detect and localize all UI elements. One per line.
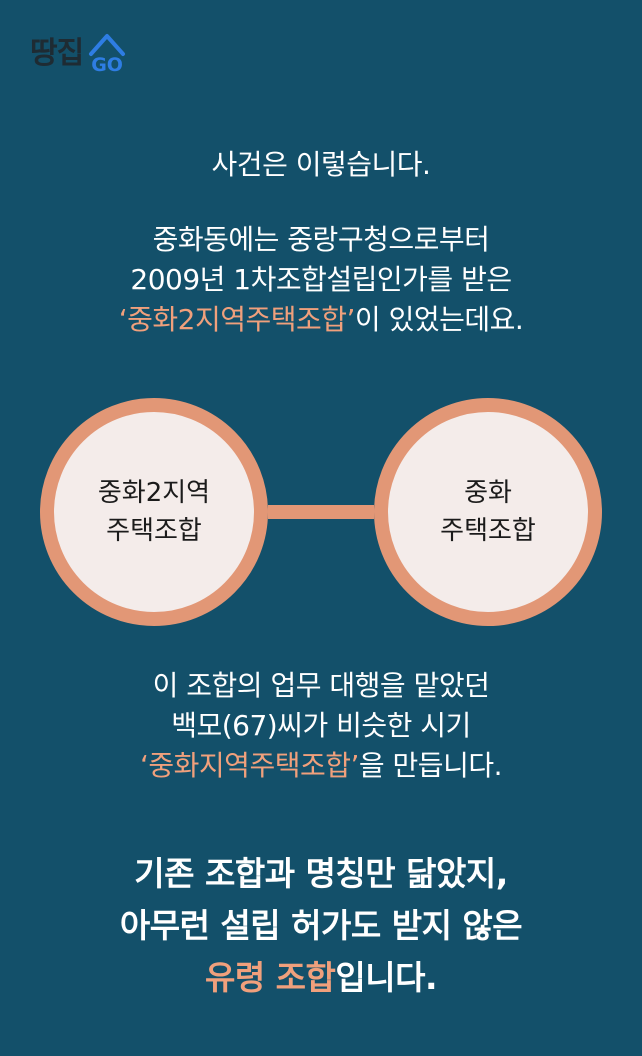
paragraph-1-line-2: 2009년 1차조합설립인가를 받은 (130, 263, 512, 296)
highlight-ghost-association: 유령 조합 (204, 958, 336, 997)
conclusion-line-3-rest: 입니다. (335, 958, 438, 997)
logo-go-mark: GO (87, 30, 127, 76)
circle-left-line-1: 중화2지역 (97, 478, 211, 508)
highlight-association-name: ‘중화2지역주택조합’ (118, 303, 356, 336)
circle-right-line-1: 중화 (464, 478, 512, 508)
conclusion: 기존 조합과 명칭만 닮았지, 아무런 설립 허가도 받지 않은 유령 조합입니… (0, 848, 642, 1004)
conclusion-line-1: 기존 조합과 명칭만 닮았지, (134, 854, 508, 893)
paragraph-2-line-3-rest: 을 만듭니다. (358, 749, 503, 782)
paragraph-2: 이 조합의 업무 대행을 맡았던 백모(67)씨가 비슷한 시기 ‘중화지역주택… (0, 666, 642, 786)
logo-go-text: GO (91, 54, 123, 76)
circle-connector (268, 505, 374, 519)
paragraph-1-line-3-rest: 이 있었는데요. (354, 303, 524, 336)
paragraph-1-line-1: 중화동에는 중랑구청으로부터 (152, 223, 490, 256)
circle-left-line-2: 주택조합 (106, 516, 202, 546)
circle-left: 중화2지역 주택조합 (40, 398, 268, 626)
paragraph-2-line-2: 백모(67)씨가 비슷한 시기 (171, 709, 471, 742)
logo-korean-text: 땅집 (30, 36, 84, 71)
conclusion-line-3: 유령 조합입니다. (0, 952, 642, 1004)
paragraph-2-line-3: ‘중화지역주택조합’을 만듭니다. (0, 746, 642, 786)
paragraph-2-line-1: 이 조합의 업무 대행을 맡았던 (152, 669, 490, 702)
circle-right: 중화 주택조합 (374, 398, 602, 626)
brand-logo: 땅집 GO (30, 30, 127, 76)
circle-right-line-2: 주택조합 (440, 516, 536, 546)
paragraph-1: 중화동에는 중랑구청으로부터 2009년 1차조합설립인가를 받은 ‘중화2지역… (0, 220, 642, 340)
conclusion-line-2: 아무런 설립 허가도 받지 않은 (119, 906, 523, 945)
house-outline-icon (89, 34, 126, 56)
intro-text: 사건은 이렇습니다. (211, 148, 431, 181)
paragraph-1-line-3: ‘중화2지역주택조합’이 있었는데요. (0, 300, 642, 340)
highlight-fake-association-name: ‘중화지역주택조합’ (140, 749, 359, 782)
